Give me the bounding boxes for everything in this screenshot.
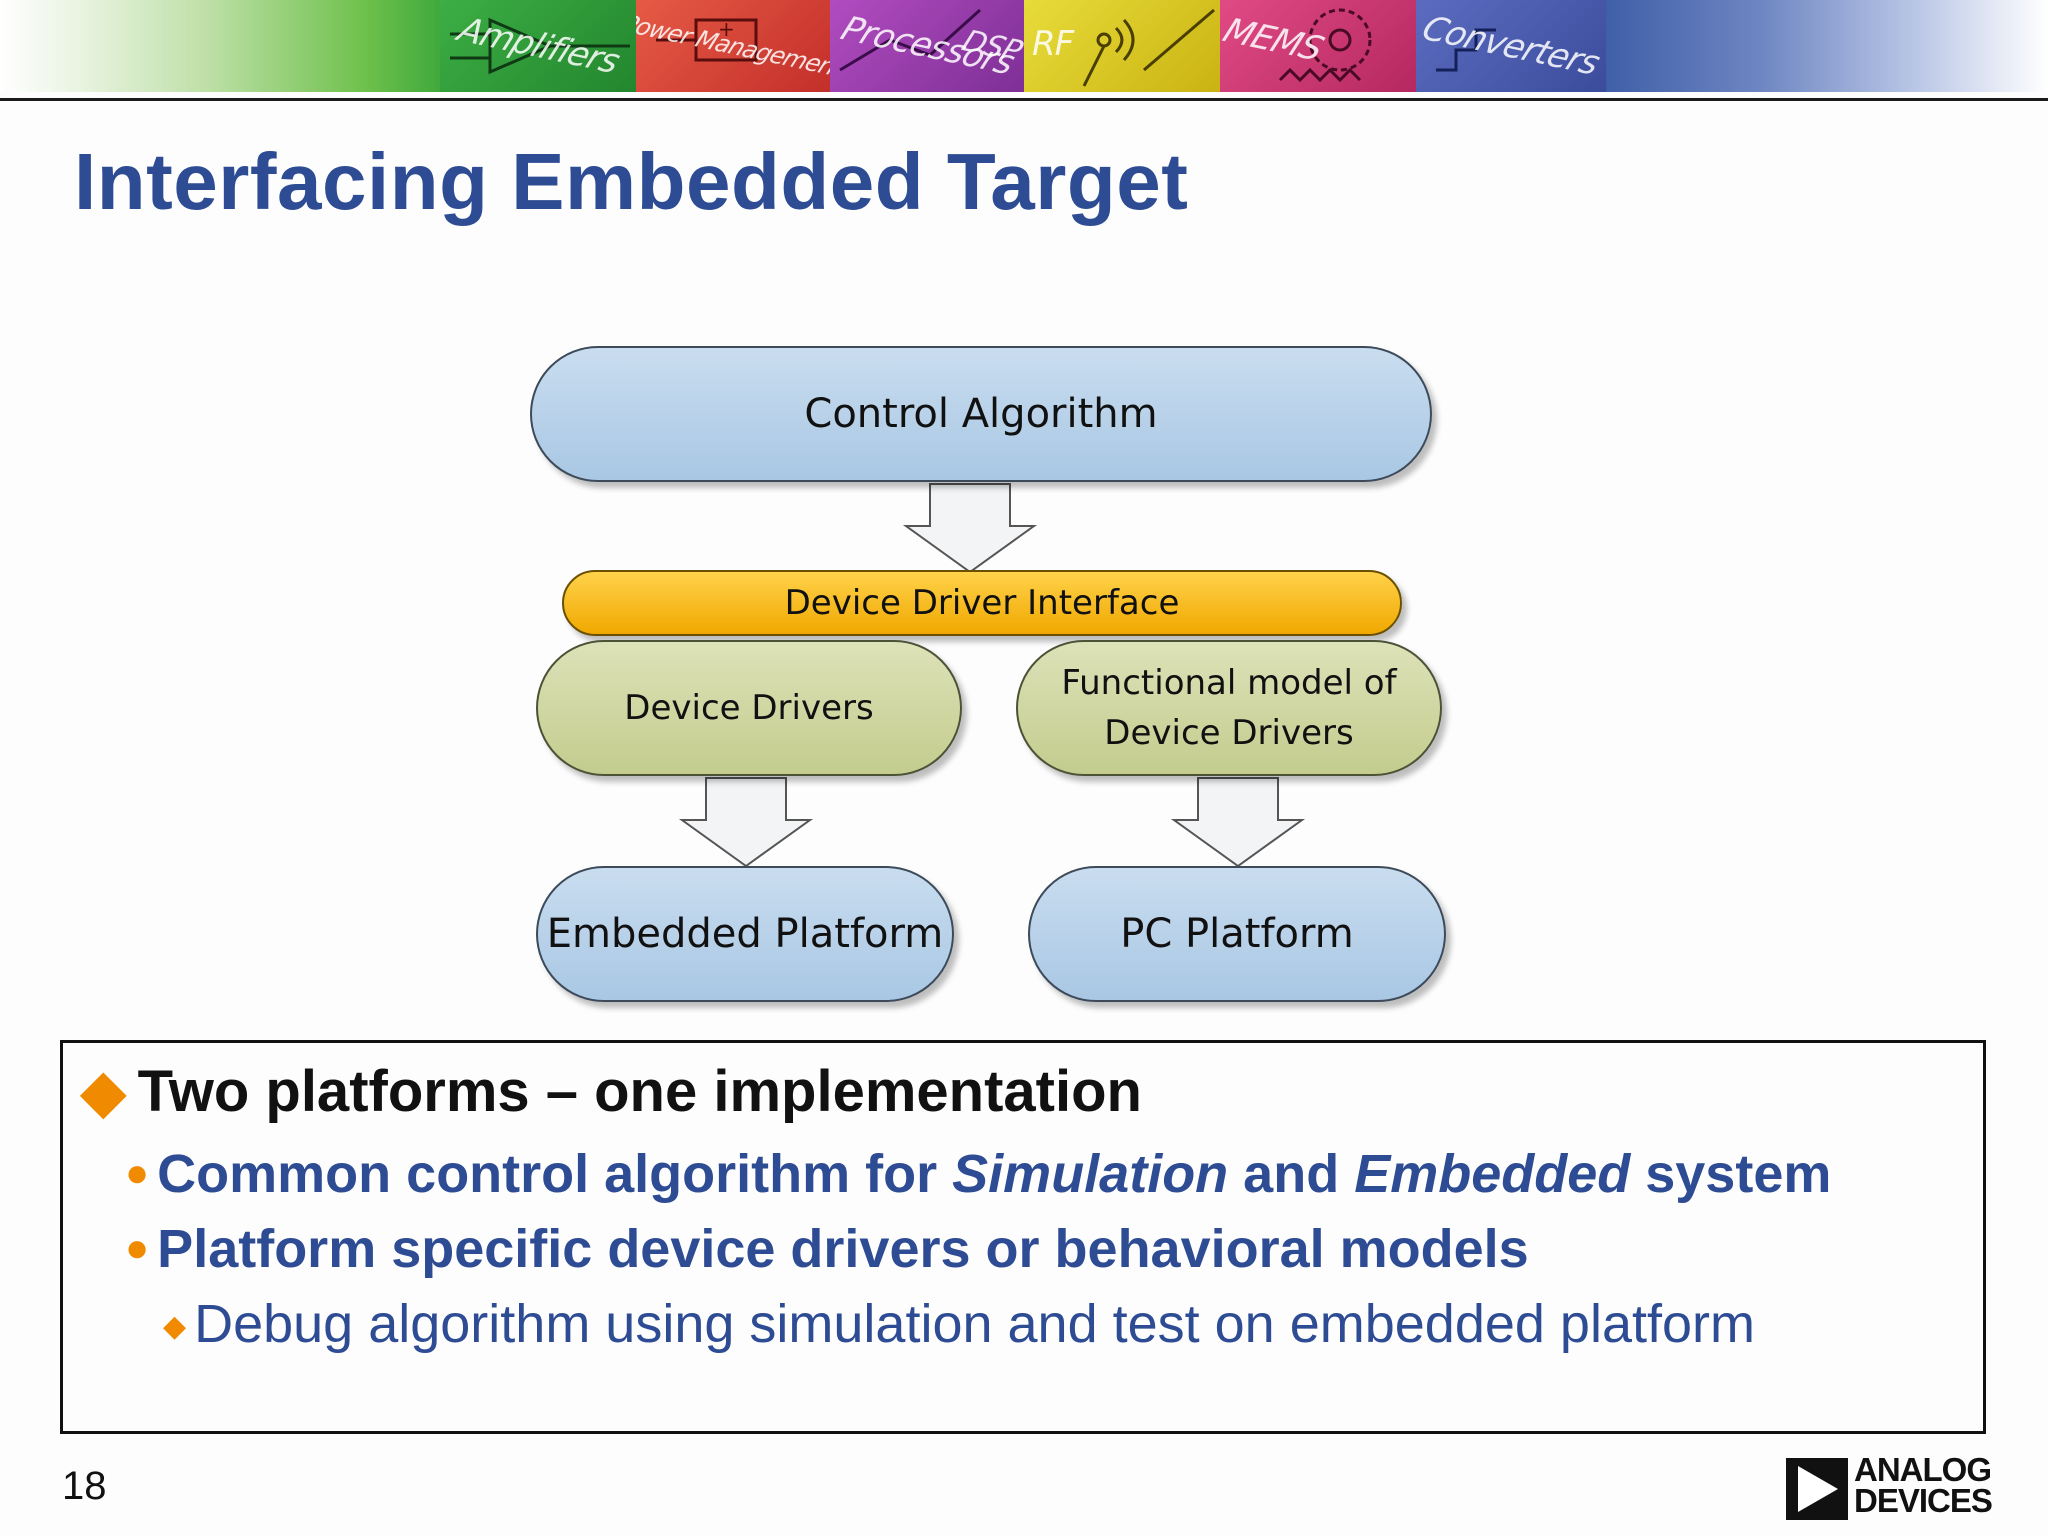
processor-icon <box>839 8 982 72</box>
node-embedded-platform: Embedded Platform <box>536 866 954 1002</box>
node-functional-model-line2: Device Drivers <box>1104 713 1354 753</box>
logo-text: ANALOG DEVICES <box>1854 1451 1993 1519</box>
bullet-common-text-e: system <box>1630 1144 1832 1204</box>
node-embedded-platform-label: Embedded Platform <box>546 911 944 957</box>
analog-devices-logo: ANALOG DEVICES <box>1786 1451 1996 1520</box>
node-pc-platform: PC Platform <box>1028 866 1446 1002</box>
node-functional-model-line1: Functional model of <box>1061 663 1397 703</box>
amplifier-icon <box>450 17 630 75</box>
arrow-drivers-to-embedded <box>678 777 814 868</box>
logo-line2: DEVICES <box>1854 1482 1993 1519</box>
converter-icon <box>1436 28 1496 72</box>
node-device-driver-interface-label: Device Driver Interface <box>784 583 1180 623</box>
node-control-algorithm-label: Control Algorithm <box>804 391 1158 437</box>
banner-tile-rf: RF <box>1024 0 1220 92</box>
summary-box: ◆Two platforms – one implementation ●Com… <box>60 1040 1986 1434</box>
bullet-level2-common: ●Common control algorithm for Simulation… <box>125 1143 1831 1205</box>
mems-icon <box>1278 8 1372 83</box>
rf-icon <box>1082 8 1215 87</box>
node-pc-platform-label: PC Platform <box>1120 911 1354 957</box>
logo-mark-icon <box>1786 1458 1848 1520</box>
banner-tile-converters: Converters <box>1416 0 1606 92</box>
node-device-drivers: Device Drivers <box>536 640 962 776</box>
banner-tile-amplifiers: Amplifiers <box>440 0 636 92</box>
bullet-level3-debug: ◆Debug algorithm using simulation and te… <box>163 1293 1755 1355</box>
diamond-bullet-icon: ◆ <box>81 1059 126 1124</box>
bullet-level1-text: Two platforms – one implementation <box>137 1059 1142 1124</box>
bullet-common-simulation: Simulation <box>952 1144 1229 1204</box>
slide-title: Interfacing Embedded Target <box>74 137 1189 226</box>
banner-fade <box>1606 0 2048 92</box>
banner-tile-dsp: DSP <box>960 0 1024 92</box>
bullet-common-embedded: Embedded <box>1354 1144 1631 1204</box>
node-device-drivers-label: Device Drivers <box>624 688 874 728</box>
svg-text:+: + <box>718 17 735 41</box>
page-number: 18 <box>62 1464 107 1508</box>
arrow-control-to-interface <box>902 483 1038 574</box>
small-diamond-bullet-icon: ◆ <box>163 1310 187 1343</box>
banner-tile-power: + Power Management <box>636 0 830 92</box>
bullet-common-text-a: Common control algorithm for <box>157 1144 953 1204</box>
dot-bullet-icon: ● <box>125 1151 150 1195</box>
banner-tile-mems: MEMS <box>1220 0 1416 92</box>
node-functional-model: Functional model of Device Drivers <box>1016 640 1442 776</box>
bullet-level2-platform: ●Platform specific device drivers or beh… <box>125 1218 1529 1280</box>
architecture-diagram: Control Algorithm Device Driver Interfac… <box>520 330 1460 1020</box>
dot-bullet-icon: ● <box>125 1226 150 1270</box>
banner-label-rf: RF <box>1032 24 1074 64</box>
banner-label-dsp: DSP <box>960 23 1024 69</box>
banner-divider <box>0 98 2048 101</box>
banner-tile-processors: Processors <box>830 0 1024 92</box>
node-device-driver-interface: Device Driver Interface <box>562 570 1402 636</box>
power-management-icon: + <box>656 17 758 62</box>
bullet-common-text-c: and <box>1228 1144 1355 1204</box>
bullet-platform-text: Platform specific device drivers or beha… <box>157 1219 1529 1279</box>
arrow-model-to-pc <box>1170 777 1306 868</box>
bullet-debug-text: Debug algorithm using simulation and tes… <box>194 1294 1755 1354</box>
bullet-level1: ◆Two platforms – one implementation <box>81 1057 1142 1125</box>
node-control-algorithm: Control Algorithm <box>530 346 1432 482</box>
logo-line1: ANALOG <box>1854 1451 1992 1488</box>
